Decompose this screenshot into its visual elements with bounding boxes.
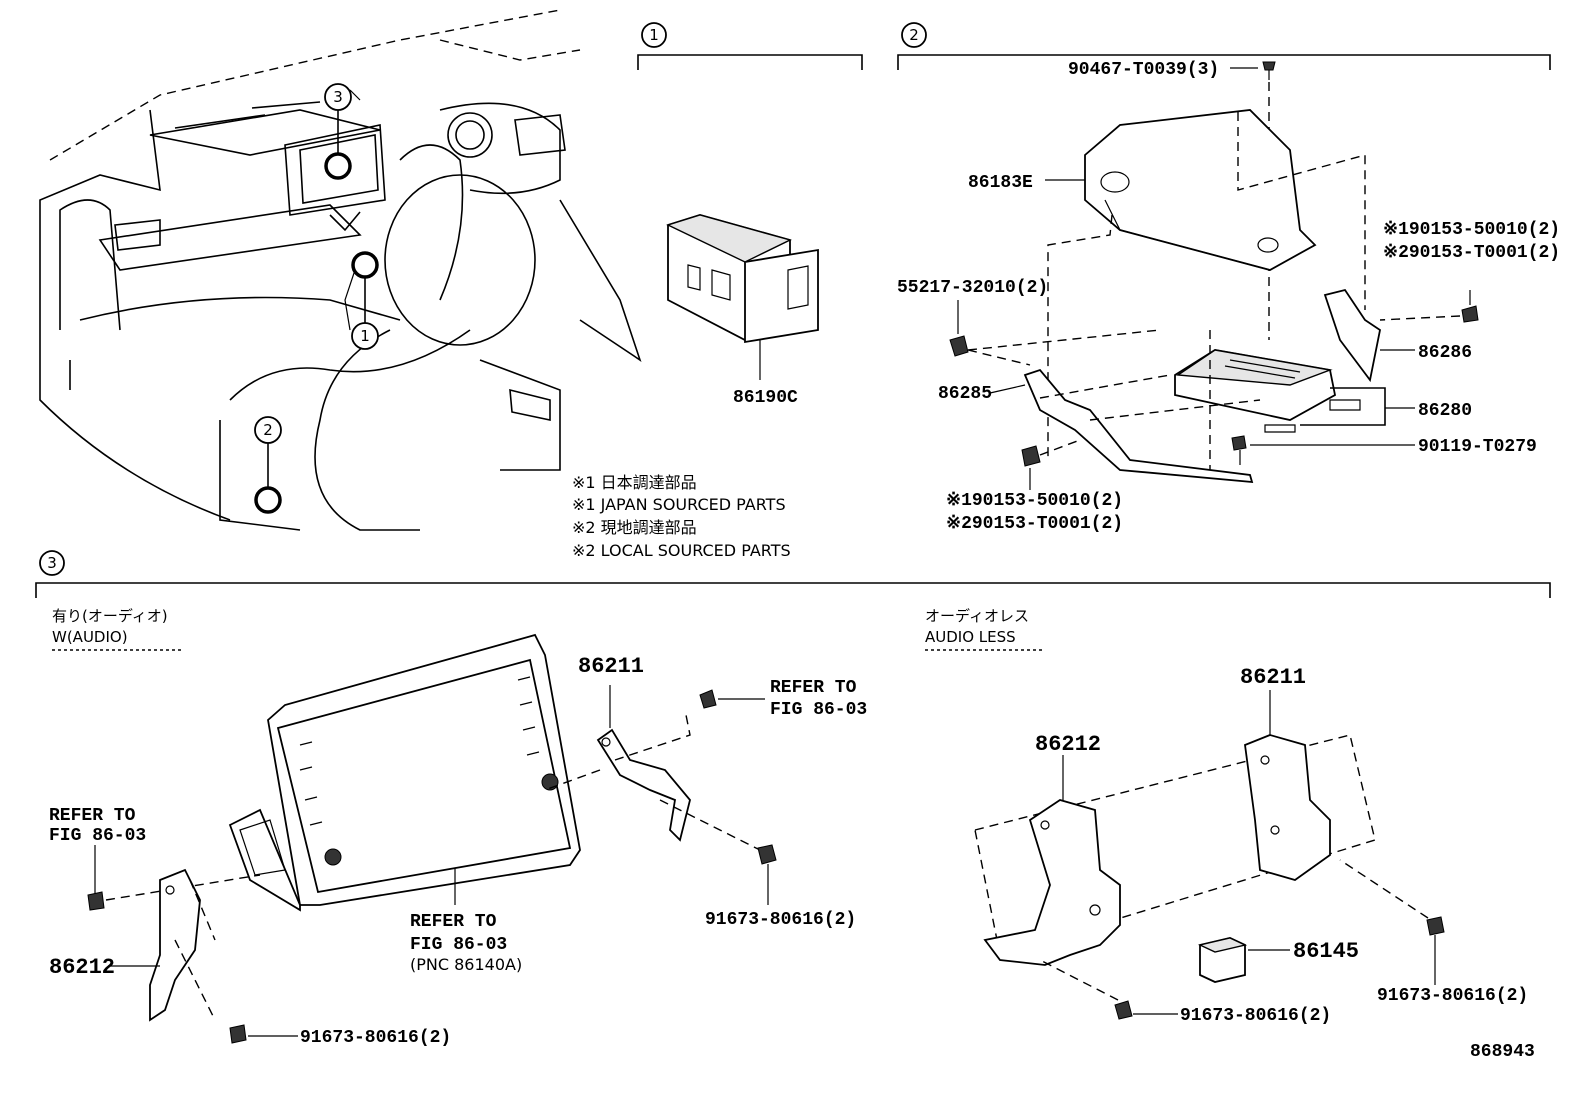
section-2-assembly: 90467-T0039(3) 86183E 55217-32010(2) ※19… [897, 60, 1560, 534]
refer-fig-label-2: FIG 86-03 [49, 826, 146, 846]
part-number-86190c: 86190C [733, 388, 798, 408]
sourcing-notes: ※1 日本調達部品 ※1 JAPAN SOURCED PARTS ※2 現地調達… [572, 473, 791, 560]
part-number-86212-right: 86212 [1035, 732, 1101, 757]
part-number-86285: 86285 [938, 384, 992, 404]
part-number-90467-t0039: 90467-T0039(3) [1068, 60, 1219, 80]
part-number-86211-left: 86211 [578, 654, 644, 679]
part-number-86183e: 86183E [968, 173, 1033, 193]
overview-callout-2: 2 [254, 416, 282, 514]
part-number-86286: 86286 [1418, 343, 1472, 363]
part-number-91673-80616-c: 91673-80616(2) [1180, 1006, 1331, 1026]
note-2-ja: ※2 現地調達部品 [572, 518, 697, 537]
note-1-ja: ※1 日本調達部品 [572, 473, 697, 492]
part-number-86280: 86280 [1418, 401, 1472, 421]
part-number-90153-t0001-a: ※290153-T0001(2) [1383, 243, 1560, 263]
section-3-number: 3 [47, 554, 57, 572]
part-86190c-switch: 86190C [666, 214, 819, 408]
part-number-90153-50010-a: ※190153-50010(2) [1383, 220, 1560, 240]
note-2-en: ※2 LOCAL SOURCED PARTS [572, 541, 791, 560]
part-number-91673-80616-a: 91673-80616(2) [705, 910, 856, 930]
figure-id: 868943 [1470, 1042, 1535, 1062]
note-1-en: ※1 JAPAN SOURCED PARTS [572, 495, 786, 514]
w-audio-label-ja: 有り(オーディオ) [52, 607, 168, 625]
section-1-header: 1 [637, 22, 863, 70]
section-2-number: 2 [909, 26, 919, 44]
part-number-86212-left: 86212 [49, 955, 115, 980]
refer-to-label-2: REFER TO [49, 806, 136, 826]
audio-less-label-ja: オーディオレス [925, 607, 1029, 625]
dashboard-overview-illustration [39, 9, 642, 531]
part-number-90119-t0279: 90119-T0279 [1418, 437, 1537, 457]
part-number-86211-right: 86211 [1240, 665, 1306, 690]
refer-fig-label-3: FIG 86-03 [410, 935, 507, 955]
refer-to-label-1: REFER TO [770, 678, 857, 698]
part-number-91673-80616-b: 91673-80616(2) [300, 1028, 451, 1048]
overview-callout-3: 3 [324, 83, 352, 180]
section-1-number: 1 [649, 26, 659, 44]
w-audio-label-en: W(AUDIO) [52, 628, 128, 646]
section-3-audio-less: オーディオレス AUDIO LESS 86211 86212 86145 916… [925, 607, 1528, 1026]
section-3-header: 3 [35, 550, 1551, 598]
callout-2-label: 2 [263, 421, 273, 439]
callout-1-label: 1 [360, 327, 370, 345]
refer-to-label-3: REFER TO [410, 912, 497, 932]
section-3-w-audio: 有り(オーディオ) W(AUDIO) REFER TO FIG 86-03 (P… [49, 607, 867, 1048]
part-number-55217-32010: 55217-32010(2) [897, 278, 1048, 298]
part-number-91673-80616-d: 91673-80616(2) [1377, 986, 1528, 1006]
part-number-90153-50010-b: ※190153-50010(2) [946, 491, 1123, 511]
section-2-header: 2 [897, 22, 1551, 70]
audio-less-label-en: AUDIO LESS [925, 628, 1016, 646]
refer-fig-label-1: FIG 86-03 [770, 700, 867, 720]
pnc-86140a-label: (PNC 86140A) [410, 955, 522, 974]
overview-callout-1: 1 [351, 251, 379, 350]
part-number-86145: 86145 [1293, 939, 1359, 964]
callout-3-label: 3 [333, 88, 343, 106]
part-number-90153-t0001-b: ※290153-T0001(2) [946, 514, 1123, 534]
